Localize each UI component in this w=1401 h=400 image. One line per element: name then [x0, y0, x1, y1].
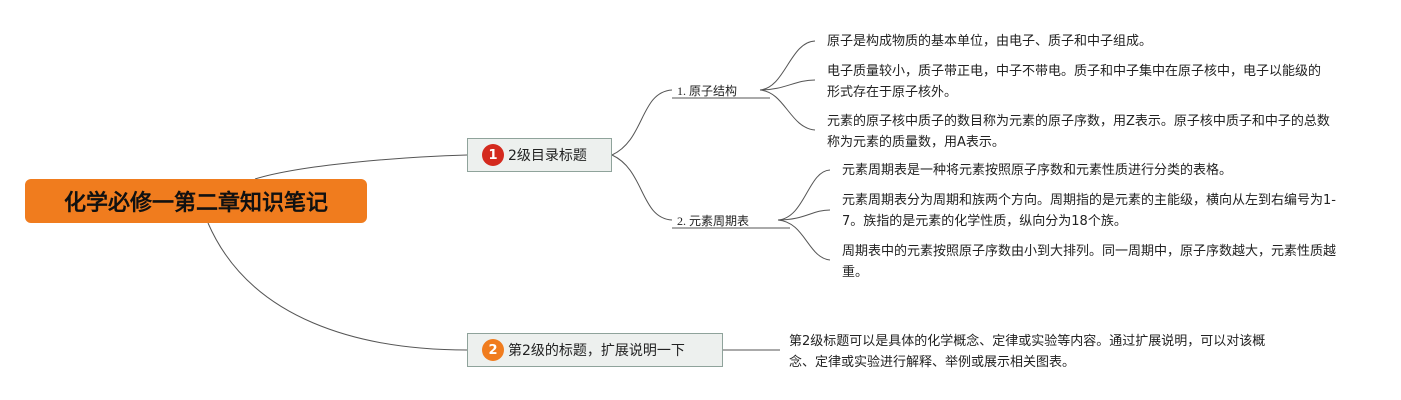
connector-sub-2-note-3 [777, 219, 831, 261]
note-atomic-2[interactable]: 电子质量较小，质子带正电，中子不带电。质子和中子集中在原子核中，电子以能级的形式… [827, 64, 1322, 100]
number-badge-2: 2 [482, 339, 504, 361]
connector-sub-1-note-1 [759, 40, 816, 91]
connector-branch-1-sub-1 [611, 89, 673, 156]
branch-topic-1[interactable]: 1 2级目录标题 [467, 138, 612, 172]
note-periodic-1[interactable]: 元素周期表是一种将元素按照原子序数和元素性质进行分类的表格。 [842, 163, 1233, 178]
note-periodic-3[interactable]: 周期表中的元素按照原子序数由小到大排列。同一周期中，原子序数越大，元素性质越重。 [842, 244, 1337, 280]
connector-sub-1-note-3 [759, 89, 816, 131]
subtopic-atomic-structure[interactable]: 1. 原子结构 [677, 84, 738, 98]
subtopic-periodic-table[interactable]: 2. 元素周期表 [677, 214, 750, 228]
connector-root-branch-2 [207, 222, 468, 351]
branch-topic-1-label: 2级目录标题 [508, 148, 587, 164]
note-branch-2[interactable]: 第2级标题可以是具体的化学概念、定律或实验等内容。通过扩展说明，可以对该概念、定… [789, 334, 1266, 370]
note-atomic-1[interactable]: 原子是构成物质的基本单位，由电子、质子和中子组成。 [827, 34, 1153, 49]
root-topic[interactable]: 化学必修一第二章知识笔记 [25, 179, 367, 223]
connector-sub-1-note-2 [759, 79, 816, 91]
connector-root-branch-1 [254, 154, 468, 180]
note-atomic-3[interactable]: 元素的原子核中质子的数目称为元素的原子序数，用Z表示。原子核中质子和中子的总数称… [827, 114, 1330, 150]
number-badge-1: 1 [482, 144, 504, 166]
branch-topic-2-label: 第2级的标题，扩展说明一下 [508, 343, 685, 359]
branch-topic-2[interactable]: 2 第2级的标题，扩展说明一下 [467, 333, 723, 367]
connector-branch-1-sub-2 [611, 154, 673, 221]
connector-sub-2-note-1 [777, 169, 831, 221]
connector-sub-2-note-2 [777, 209, 831, 221]
note-periodic-2[interactable]: 元素周期表分为周期和族两个方向。周期指的是元素的主能级，横向从左到右编号为1-7… [842, 193, 1336, 229]
